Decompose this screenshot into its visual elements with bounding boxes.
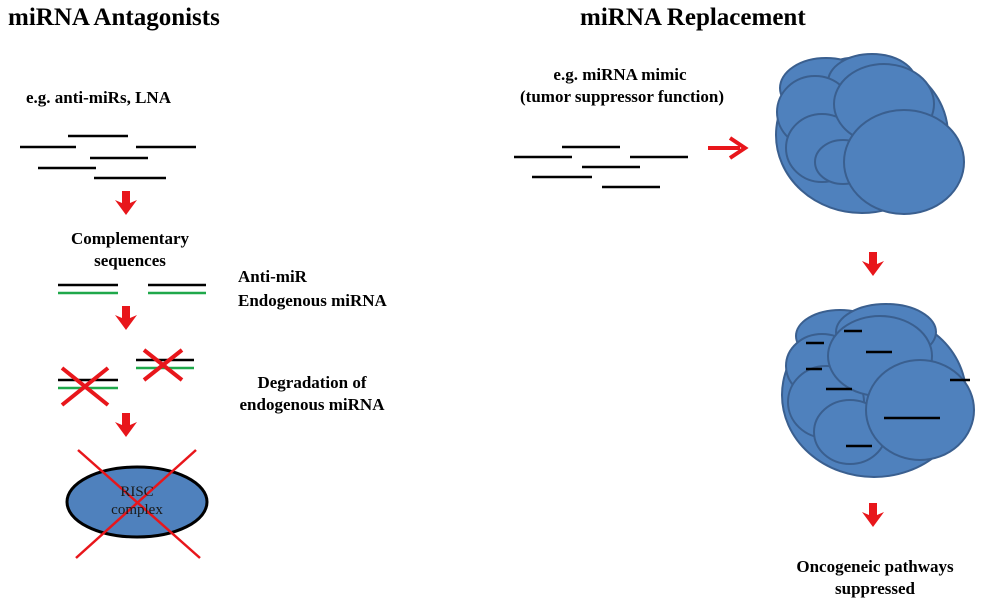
- mimic-example-label: e.g. miRNA mimic (tumor suppressor funct…: [520, 64, 725, 108]
- arrow-down-5: [862, 503, 884, 527]
- arrow-down-2: [115, 306, 137, 330]
- left-heading: miRNA Antagonists: [8, 4, 220, 31]
- outcome-line-1: Oncogeneic pathways: [796, 557, 954, 576]
- legend-endogenous-label: Endogenous miRNA: [238, 291, 387, 310]
- mimic-strands: [514, 145, 688, 189]
- risc-line-1: RISC: [120, 484, 154, 500]
- arrow-down-4: [862, 252, 884, 276]
- cell-cluster-bottom: [781, 303, 975, 478]
- degradation-line-1: Degradation of: [257, 373, 367, 392]
- duplex-right: [148, 283, 206, 295]
- degraded-duplex-right: [136, 348, 194, 382]
- risc-line-2: complex: [111, 502, 163, 518]
- internalized-mimics: [806, 329, 970, 448]
- complementary-sequences-label: Complementary sequences: [40, 228, 220, 272]
- arrow-down-1: [115, 191, 137, 215]
- risc-complex-label: RISC complex: [97, 483, 177, 519]
- arrow-right: [708, 136, 749, 160]
- risc-complex: [65, 449, 209, 559]
- cell-cluster-top: [775, 53, 965, 215]
- mimic-line-1: e.g. miRNA mimic: [553, 65, 687, 84]
- complementary-line-1: Complementary: [70, 229, 190, 248]
- complementary-line-2: sequences: [94, 251, 166, 270]
- risc-cross-line: [77, 449, 201, 559]
- duplex-left: [58, 283, 118, 295]
- antimir-strands: [20, 134, 196, 180]
- outcome-label: Oncogeneic pathways suppressed: [770, 556, 980, 600]
- legend-antimir-label: Anti-miR: [238, 267, 307, 286]
- outcome-line-2: suppressed: [835, 579, 915, 598]
- risc-cross-line: [75, 449, 197, 559]
- right-heading: miRNA Replacement: [580, 4, 806, 31]
- arrow-down-3: [115, 413, 137, 437]
- mimic-line-2: (tumor suppressor function): [520, 87, 725, 106]
- degradation-line-2: endogenous miRNA: [239, 395, 385, 414]
- degraded-duplex-left: [58, 366, 118, 407]
- degradation-label: Degradation of endogenous miRNA: [232, 372, 392, 416]
- antagonist-example-label: e.g. anti-miRs, LNA: [26, 88, 171, 107]
